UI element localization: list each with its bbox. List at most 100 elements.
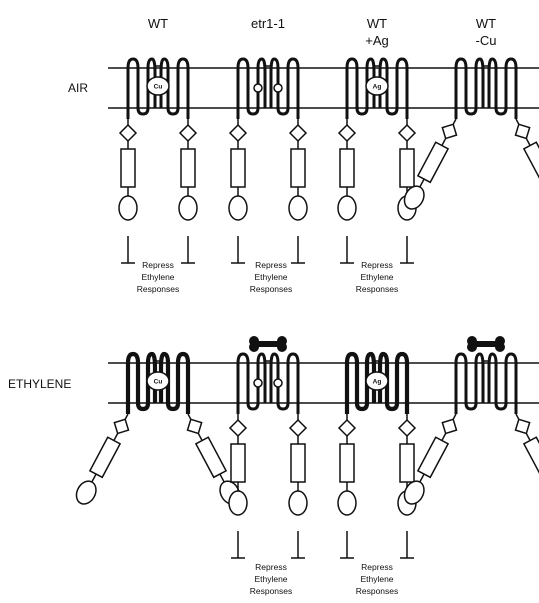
splayed-cytoplasmic-domain xyxy=(403,413,458,505)
response-label-air-wt: Repress Ethylene Responses xyxy=(137,260,180,294)
histidine-kinase-domain xyxy=(290,443,306,483)
response-label-ethylene-wt-ag: Repress Ethylene Responses xyxy=(356,562,399,596)
splayed-cytoplasmic-domain xyxy=(514,413,539,479)
row-label-air: AIR xyxy=(68,81,88,95)
copper-ion-label: Cu xyxy=(154,379,163,386)
gaf-domain xyxy=(288,123,308,143)
svg-text:Ethylene: Ethylene xyxy=(360,272,393,282)
receptor-dimer-air-3 xyxy=(403,57,539,210)
transmembrane-helix-left xyxy=(454,57,485,119)
receiver-domain xyxy=(228,195,248,221)
svg-text:Responses: Responses xyxy=(356,586,399,596)
transmembrane-helix-left xyxy=(126,57,157,119)
gaf-domain xyxy=(288,418,308,438)
histidine-kinase-domain xyxy=(416,436,450,479)
histidine-kinase-domain xyxy=(399,148,415,188)
column-subtitle-wt-ag: +Ag xyxy=(365,33,389,48)
gaf-domain xyxy=(228,123,248,143)
transmembrane-helix-right xyxy=(377,351,410,414)
transmembrane-helix-right xyxy=(269,352,300,414)
receptor-dimer-ethylene-3 xyxy=(403,352,539,505)
response-label-air-wt-ag: Repress Ethylene Responses xyxy=(356,260,399,294)
mutant-binding-site-icon xyxy=(253,83,263,93)
svg-text:Repress: Repress xyxy=(361,562,393,572)
svg-text:Repress: Repress xyxy=(142,260,174,270)
svg-text:Repress: Repress xyxy=(255,562,287,572)
copper-ion-icon xyxy=(146,76,170,96)
gaf-domain xyxy=(397,418,417,438)
gaf-domain xyxy=(514,418,531,435)
gaf-domain xyxy=(113,418,130,435)
svg-text:Responses: Responses xyxy=(250,586,293,596)
gaf-domain xyxy=(228,418,248,438)
gaf-domain xyxy=(397,123,417,143)
mutant-binding-site-icon xyxy=(253,378,263,388)
gaf-domain xyxy=(337,418,357,438)
transmembrane-helix-left xyxy=(236,57,267,119)
column-title-wt-ag: WT xyxy=(367,16,387,31)
histidine-kinase-domain xyxy=(230,148,246,188)
transmembrane-helix-left xyxy=(344,351,377,414)
ethylene-molecule-icon xyxy=(467,336,505,352)
histidine-kinase-domain xyxy=(522,436,539,479)
receptor-dimer-air-1 xyxy=(228,57,308,264)
transmembrane-helix-left xyxy=(125,351,158,414)
receiver-domain xyxy=(403,185,425,210)
transmembrane-helix-right xyxy=(378,57,409,119)
receiver-domain xyxy=(228,490,248,516)
svg-text:Responses: Responses xyxy=(356,284,399,294)
receiver-domain xyxy=(288,490,308,516)
svg-text:Ethylene: Ethylene xyxy=(141,272,174,282)
transmembrane-helix-right xyxy=(269,57,300,119)
histidine-kinase-domain xyxy=(339,148,355,188)
receiver-domain xyxy=(288,195,308,221)
copper-ion-icon xyxy=(146,371,170,391)
receiver-domain xyxy=(118,195,138,221)
column-title-wt: WT xyxy=(148,16,168,31)
transmembrane-helix-right xyxy=(158,351,191,414)
gaf-domain xyxy=(441,123,458,140)
svg-text:Responses: Responses xyxy=(137,284,180,294)
receiver-domain xyxy=(337,490,357,516)
column-subtitle-wt-cu: -Cu xyxy=(476,33,497,48)
receiver-domain xyxy=(75,480,97,505)
receiver-domain xyxy=(178,195,198,221)
svg-text:Repress: Repress xyxy=(255,260,287,270)
receptor-dimer-ethylene-1 xyxy=(228,352,308,559)
silver-ion-icon xyxy=(365,76,389,96)
mutant-binding-site-icon xyxy=(273,378,283,388)
svg-text:Responses: Responses xyxy=(250,284,293,294)
silver-ion-icon xyxy=(365,371,389,391)
copper-ion-label: Cu xyxy=(154,84,163,91)
receptor-dimer-ethylene-2: Ag xyxy=(337,351,417,559)
histidine-kinase-domain xyxy=(339,443,355,483)
ethylene-molecule-icon xyxy=(249,336,287,352)
gaf-domain xyxy=(441,418,458,435)
transmembrane-helix-right xyxy=(487,352,518,414)
gaf-domain xyxy=(178,123,198,143)
receiver-domain xyxy=(403,480,425,505)
receiver-domain xyxy=(337,195,357,221)
receptor-dimer-air-0: Cu xyxy=(118,57,198,264)
gaf-domain xyxy=(118,123,138,143)
silver-ion-label: Ag xyxy=(373,84,382,91)
response-label-air-etr1-1: Repress Ethylene Responses xyxy=(250,260,293,294)
gaf-domain xyxy=(337,123,357,143)
receptor-dimer-air-2: Ag xyxy=(337,57,417,264)
silver-ion-label: Ag xyxy=(373,379,382,386)
histidine-kinase-domain xyxy=(180,148,196,188)
histidine-kinase-domain xyxy=(194,436,228,479)
splayed-cytoplasmic-domain xyxy=(75,413,130,505)
histidine-kinase-domain xyxy=(399,443,415,483)
column-title-etr1-1: etr1-1 xyxy=(251,16,285,31)
svg-text:Ethylene: Ethylene xyxy=(360,574,393,584)
svg-text:Ethylene: Ethylene xyxy=(254,272,287,282)
membrane-air xyxy=(108,67,539,109)
gaf-domain xyxy=(514,123,531,140)
receptor-dimer-ethylene-0: Cu xyxy=(75,351,241,505)
splayed-cytoplasmic-domain xyxy=(403,118,458,210)
transmembrane-helix-right xyxy=(159,57,190,119)
histidine-kinase-domain xyxy=(120,148,136,188)
histidine-kinase-domain xyxy=(290,148,306,188)
